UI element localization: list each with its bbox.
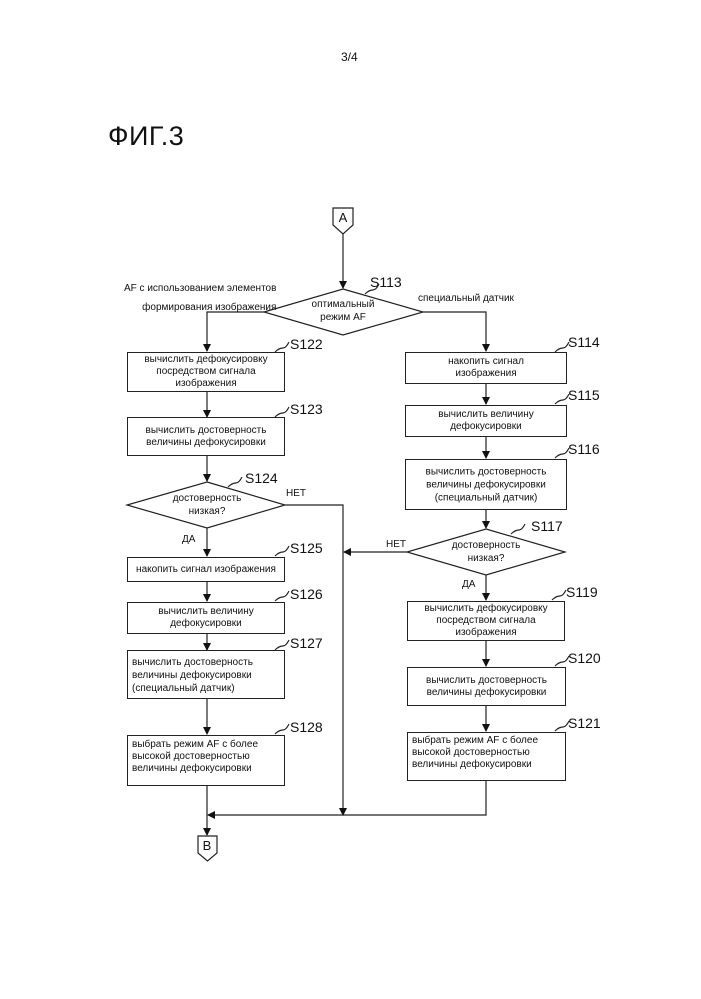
step-box-s116: вычислить достоверность величины дефокус… <box>405 459 567 510</box>
step-label-s128: S128 <box>290 719 323 735</box>
branch-label-special-sensor: специальный датчик <box>418 293 514 304</box>
decision-s117-text: достоверность низкая? <box>436 539 536 565</box>
step-box-s119: вычислить дефокусировку посредством сигн… <box>407 601 565 641</box>
step-label-s121: S121 <box>568 715 601 731</box>
step-box-s126: вычислить величину дефокусировки <box>127 602 285 634</box>
step-box-s128: выбрать режим AF с более высокой достове… <box>127 735 285 786</box>
step-box-s114: накопить сигнал изображения <box>405 352 567 384</box>
step-label-s117: S117 <box>531 518 563 534</box>
edge-s113-left <box>207 312 264 351</box>
step-box-s125: накопить сигнал изображения <box>127 557 285 582</box>
edge-s121-merge <box>208 781 486 815</box>
step-label-s126: S126 <box>290 586 323 602</box>
step-box-s127: вычислить достоверность величины дефокус… <box>127 650 285 699</box>
decision-s124-text: достоверность низкая? <box>157 492 257 518</box>
decision-s117-yes-label: ДА <box>462 579 475 590</box>
step-box-s121: выбрать режим AF с более высокой достове… <box>407 732 566 781</box>
step-box-s120: вычислить достоверность величины дефокус… <box>407 667 566 706</box>
branch-label-imaging-af: AF с использованием элементов формирован… <box>124 279 276 317</box>
decision-s124-no-label: НЕТ <box>286 488 306 499</box>
step-label-s114: S114 <box>568 334 600 350</box>
step-label-s116: S116 <box>568 441 600 457</box>
step-label-s113: S113 <box>370 274 402 290</box>
step-label-s125: S125 <box>290 540 323 556</box>
step-box-s122: вычислить дефокусировку посредством сигн… <box>127 352 285 392</box>
step-label-s123: S123 <box>290 401 323 417</box>
step-label-s115: S115 <box>568 387 600 403</box>
connector-b-label: B <box>200 838 214 853</box>
edge-s113-right <box>423 312 486 351</box>
step-box-s123: вычислить достоверность величины дефокус… <box>127 417 285 456</box>
step-label-s124: S124 <box>245 470 278 486</box>
step-label-s122: S122 <box>290 336 323 352</box>
step-box-s115: вычислить величину дефокусировки <box>405 405 567 437</box>
connector-a-label: A <box>336 210 350 225</box>
step-label-s119: S119 <box>566 584 598 600</box>
decision-s124-yes-label: ДА <box>182 534 195 545</box>
step-label-s127: S127 <box>290 635 323 651</box>
decision-s117-no-label: НЕТ <box>386 539 406 550</box>
decision-s113-text: оптимальный режим AF <box>293 298 393 324</box>
step-label-s120: S120 <box>568 650 601 666</box>
